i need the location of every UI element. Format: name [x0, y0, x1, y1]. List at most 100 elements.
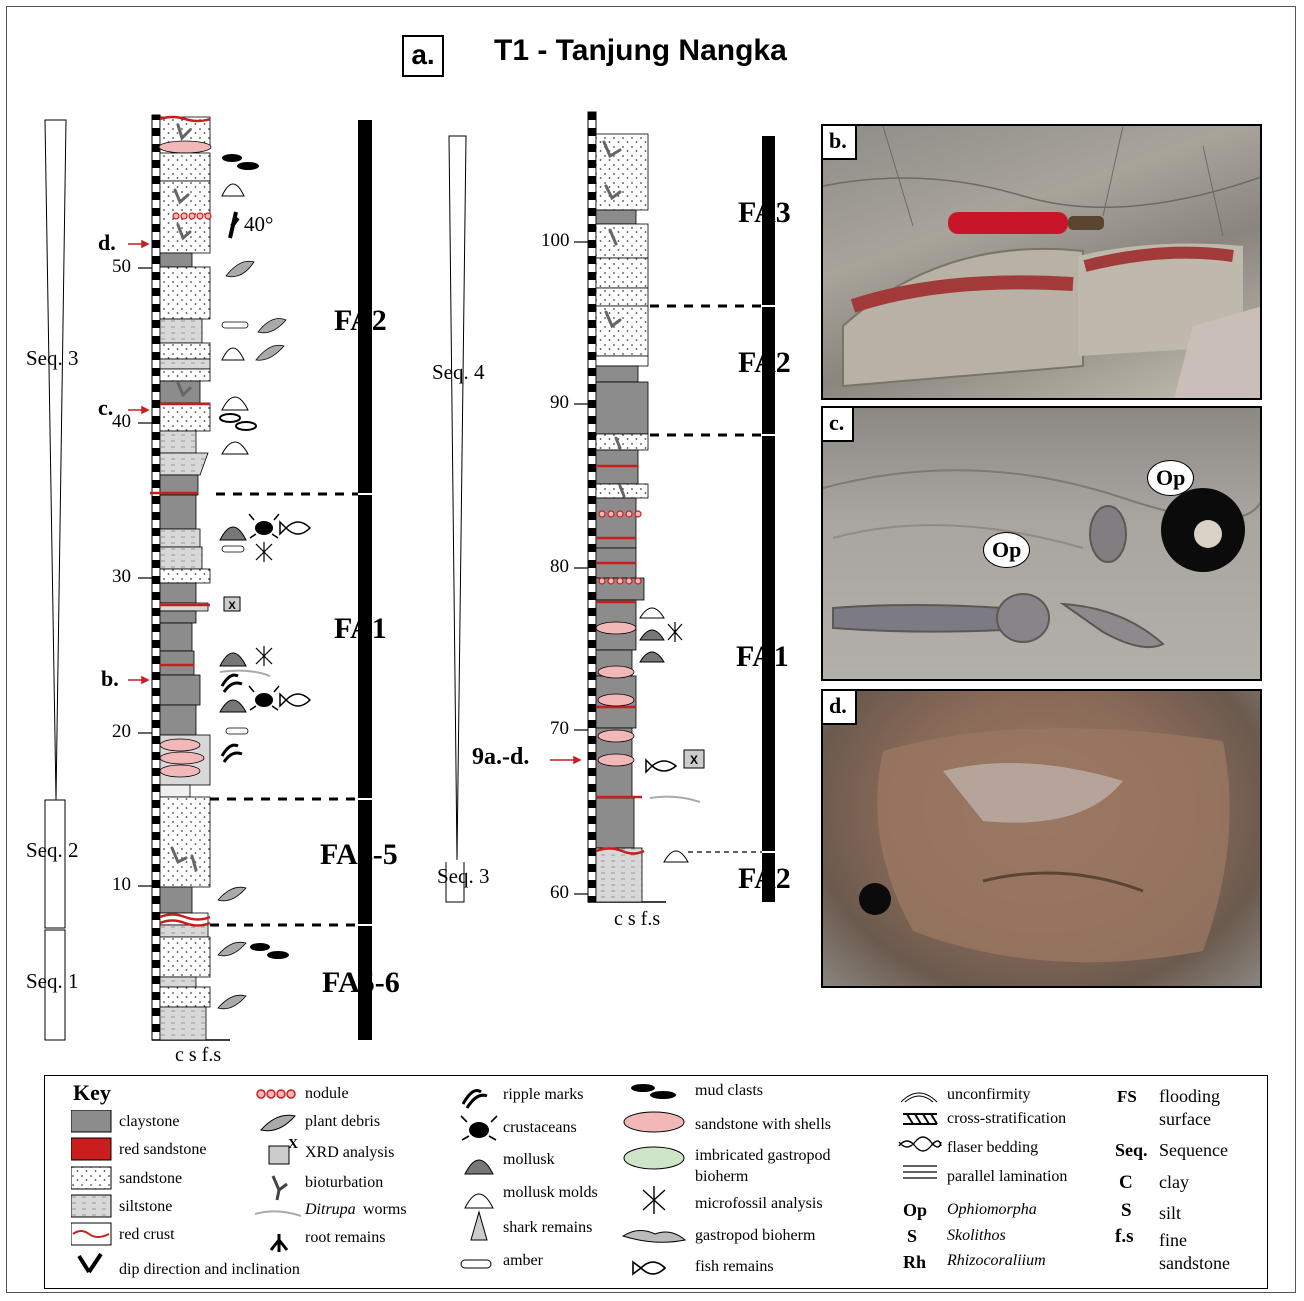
key-siltstone: siltstone	[119, 1198, 173, 1215]
figure-frame	[6, 6, 1296, 1293]
depth-axis-2	[574, 241, 588, 895]
key-mud-clasts: mud clasts	[695, 1082, 763, 1099]
red-beds-2	[595, 464, 645, 855]
op-callout-2: Op	[1147, 460, 1195, 496]
facies-label-fa3: FA3	[738, 196, 791, 229]
figure-title: T1 - Tanjung Nangka	[494, 34, 787, 67]
key-col2-symbols	[254, 1089, 302, 1252]
photo-c: Op Op c.	[821, 406, 1262, 681]
key-fine-sandstone: sandstone	[1159, 1253, 1230, 1273]
photo-c-label: c.	[823, 408, 855, 442]
key-bioturbation: bioturbation	[305, 1174, 384, 1191]
photo-d-label: d.	[823, 691, 857, 725]
marker-9a-d: 9a.-d.	[472, 744, 530, 770]
facies-boundaries-2	[650, 304, 762, 437]
sequence-3-label: Seq. 3	[26, 346, 79, 370]
marker-b: b.	[101, 666, 119, 691]
key-heading: Key	[73, 1080, 111, 1105]
sequence-4-label: Seq. 4	[432, 360, 485, 384]
key-red-crust: red crust	[119, 1226, 175, 1243]
facies-label-fa2-upper: FA2	[738, 346, 791, 379]
marker-c: c.	[98, 395, 114, 420]
photo-b-label: b.	[823, 126, 857, 160]
key-plant-debris: plant debris	[305, 1113, 381, 1130]
legend-key: Key claystone red sandstone sandstone si…	[44, 1075, 1268, 1289]
key-root-remains: root remains	[305, 1229, 386, 1246]
depth-label-30: 30	[112, 566, 131, 587]
depth-label-90: 90	[550, 392, 569, 413]
bioturbation-traces-1	[170, 123, 198, 872]
seq-wedge-2	[44, 799, 66, 929]
key-fs2-symbol: f.s	[1115, 1226, 1134, 1247]
key-s2-symbol: S	[1121, 1200, 1132, 1221]
key-ripple-marks: ripple marks	[503, 1086, 584, 1103]
key-nodule: nodule	[305, 1085, 349, 1102]
key-claystone: claystone	[119, 1113, 180, 1130]
seq-wedge-3b	[445, 862, 465, 903]
key-sequence: Sequence	[1159, 1140, 1228, 1160]
key-xrd-analysis: XRD analysis	[305, 1144, 395, 1161]
key-op-symbol: Op	[903, 1200, 928, 1220]
key-dip: dip direction and inclination	[119, 1261, 300, 1278]
key-worms: worms	[363, 1201, 407, 1218]
xrd-mark-2: X	[690, 753, 698, 767]
key-surface: surface	[1159, 1109, 1211, 1129]
facies-label-fa4-5: FA4-5	[320, 838, 398, 871]
scale-bar-1	[151, 114, 161, 1041]
facies-label-fa2-lower: FA2	[738, 862, 791, 895]
key-clay: clay	[1159, 1172, 1189, 1192]
key-fine: fine	[1159, 1230, 1187, 1250]
key-cross-stratification: cross-stratification	[947, 1110, 1067, 1127]
key-xrd-symbol: X	[288, 1137, 299, 1152]
depth-label-40: 40	[112, 411, 131, 432]
key-fish-remains: fish remains	[695, 1258, 774, 1275]
photo-b: b.	[821, 124, 1262, 400]
key-col1-swatches	[71, 1110, 112, 1274]
depth-axis-1	[138, 267, 152, 887]
lithology-column-2	[595, 133, 649, 903]
key-amber: amber	[503, 1252, 543, 1269]
key-skolithos: Skolithos	[947, 1227, 1006, 1244]
key-sandstone: sandstone	[119, 1170, 183, 1187]
facies-label-fa2: FA2	[334, 304, 387, 337]
key-gastropod-bioherm: gastropod bioherm	[695, 1227, 816, 1244]
depth-label-60: 60	[550, 882, 569, 903]
scale-bar-2	[587, 111, 597, 903]
bioturbation-traces-2	[602, 140, 626, 498]
depth-label-70: 70	[550, 718, 569, 739]
lithology-column-1	[158, 116, 212, 1041]
fossil-icons-1: X	[217, 154, 312, 1010]
key-ditrupa: Ditrupa	[305, 1201, 356, 1218]
key-ophiomorpha: Ophiomorpha	[947, 1201, 1037, 1218]
depth-label-10: 10	[112, 874, 131, 895]
op-callout-1: Op	[983, 532, 1031, 568]
key-bioherm: bioherm	[695, 1168, 749, 1185]
facies-bar-2	[762, 136, 775, 902]
sequence-3b-label: Seq. 3	[437, 864, 490, 888]
key-rh-symbol: Rh	[903, 1252, 927, 1272]
key-mollusk-molds: mollusk molds	[503, 1184, 598, 1201]
key-crustaceans: crustaceans	[503, 1119, 577, 1136]
key-microfossil-analysis: microfossil analysis	[695, 1195, 823, 1212]
dip-label: 40°	[244, 212, 274, 236]
key-red-sandstone: red sandstone	[119, 1141, 207, 1158]
sequence-1-label: Seq. 1	[26, 969, 79, 993]
nodule-rows-2	[598, 510, 642, 585]
key-sandstone-with-shells: sandstone with shells	[695, 1116, 831, 1133]
facies-bar-1	[358, 120, 372, 1040]
grain-size-axis-2: c s f.s	[614, 908, 661, 930]
key-s-symbol: S	[907, 1226, 918, 1246]
nodule-row-1	[172, 212, 212, 220]
marker-arrow-2	[550, 755, 582, 765]
panel-label-a: a.	[402, 35, 444, 77]
shell-lenses-2	[595, 621, 637, 767]
depth-label-80: 80	[550, 556, 569, 577]
depth-label-20: 20	[112, 721, 131, 742]
key-fs-symbol: FS	[1117, 1087, 1137, 1106]
fossil-icons-2: X	[639, 607, 705, 863]
facies-label-fa1-2: FA1	[736, 640, 789, 673]
key-seq-symbol: Seq.	[1115, 1140, 1148, 1160]
seq-wedge-4	[448, 135, 467, 861]
depth-label-50: 50	[112, 256, 131, 277]
